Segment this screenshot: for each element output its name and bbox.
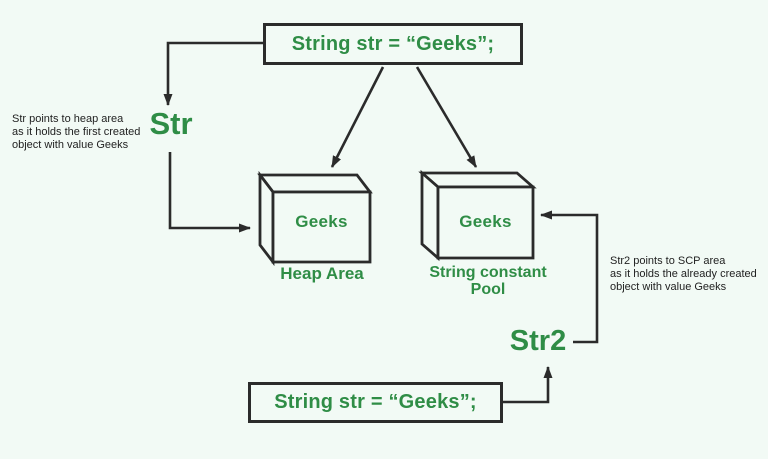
top-code-box: String str = “Geeks”; xyxy=(263,23,523,65)
annotation-line: as it holds the first created xyxy=(12,126,141,138)
scp-cube-left-face xyxy=(420,169,440,262)
str-pointer-label: Str xyxy=(149,106,193,141)
arrow-str-to-heap-cube xyxy=(168,152,251,233)
arrow-bottombox-to-str2 xyxy=(503,366,553,404)
annotation-line: Str2 points to SCP area xyxy=(610,255,726,267)
heap-cube-left-face xyxy=(258,170,275,267)
heap-cube-value: Geeks xyxy=(295,212,348,231)
str2-pointer-label: Str2 xyxy=(509,325,567,357)
arrow-topbox-to-heap-cube xyxy=(330,66,385,168)
scp-caption-line1: String constant xyxy=(429,264,547,281)
arrow-str2-to-scp-cube xyxy=(540,210,599,344)
right-annotation: Str2 points to SCP area as it holds the … xyxy=(610,255,768,294)
scp-caption: String constant Pool xyxy=(413,264,563,298)
bottom-code-box: String str = “Geeks”; xyxy=(248,382,503,423)
left-annotation: Str points to heap area as it holds the … xyxy=(12,113,172,152)
scp-cube-top-face xyxy=(418,171,537,189)
annotation-line: Str points to heap area xyxy=(12,113,124,125)
heap-area-caption: Heap Area xyxy=(280,264,364,283)
annotation-line: as it holds the already created xyxy=(610,268,757,280)
arrow-topbox-to-str xyxy=(163,41,265,106)
heap-cube-front-face xyxy=(271,190,372,264)
heap-cube-top-face xyxy=(257,173,373,194)
scp-cube-value: Geeks xyxy=(459,212,512,231)
arrow-topbox-to-scp-cube xyxy=(415,66,478,168)
scp-caption-line2: Pool xyxy=(470,281,506,298)
annotation-line: object with value Geeks xyxy=(610,281,727,293)
bottom-code-box-label: String str = “Geeks”; xyxy=(274,391,477,413)
annotation-line: object with value Geeks xyxy=(12,139,129,151)
top-code-box-label: String str = “Geeks”; xyxy=(291,32,495,55)
scp-cube-front-face xyxy=(436,185,535,260)
heap-cube xyxy=(257,170,373,267)
scp-cube xyxy=(418,169,537,262)
